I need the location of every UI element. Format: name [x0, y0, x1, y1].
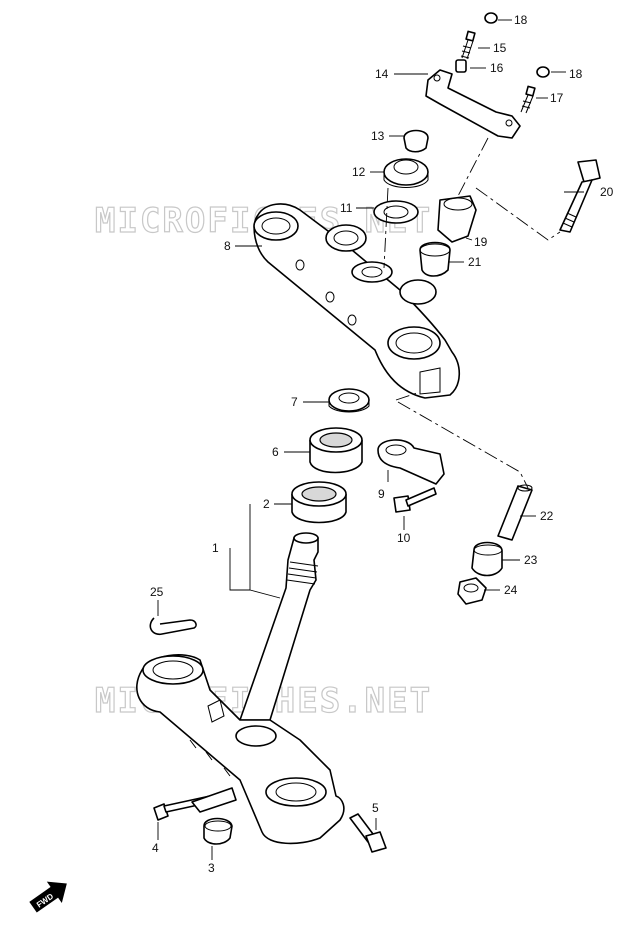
sleeve-22 — [497, 484, 533, 541]
callout-2: 2 — [263, 497, 270, 511]
bearing-6 — [309, 427, 363, 474]
upper-bracket — [253, 203, 461, 399]
bolt-17 — [520, 85, 536, 114]
bracket-9 — [377, 439, 445, 485]
callout-3: 3 — [208, 861, 215, 875]
dowel-16 — [455, 59, 467, 73]
callout-labels: 18 15 16 18 14 17 13 12 20 11 19 8 21 7 … — [150, 13, 614, 875]
leader-lines — [157, 19, 584, 860]
callout-22: 22 — [540, 509, 554, 523]
callout-6: 6 — [272, 445, 279, 459]
cap-18b — [536, 66, 550, 78]
bolt-10 — [393, 487, 437, 513]
callout-14: 14 — [375, 67, 389, 81]
callout-24: 24 — [504, 583, 518, 597]
callout-25: 25 — [150, 585, 164, 599]
callout-18-top: 18 — [514, 13, 528, 27]
clamp-3 — [203, 817, 233, 845]
damper-23 — [471, 541, 503, 577]
washer-11 — [373, 200, 419, 224]
assembly-line-upper — [383, 137, 561, 269]
callout-20: 20 — [600, 185, 614, 199]
callout-4: 4 — [152, 841, 159, 855]
callout-18-right: 18 — [569, 67, 583, 81]
assembly-line-lower — [395, 391, 529, 489]
bolt-4 — [153, 787, 237, 821]
holder-19 — [437, 195, 477, 243]
nut-12 — [383, 158, 429, 188]
damper-21 — [419, 241, 451, 277]
clip-25 — [149, 617, 197, 636]
callout-15: 15 — [493, 41, 507, 55]
bearing-2 — [291, 481, 347, 524]
steering-stem — [239, 532, 319, 721]
callout-1: 1 — [212, 541, 219, 555]
callout-23: 23 — [524, 553, 538, 567]
callout-13: 13 — [371, 129, 385, 143]
bolt-15 — [460, 30, 476, 60]
callout-17: 17 — [550, 91, 564, 105]
callout-10: 10 — [397, 531, 411, 545]
callout-5: 5 — [372, 801, 379, 815]
bolt-5 — [349, 813, 387, 853]
callout-9: 9 — [378, 487, 385, 501]
steering-nut-7 — [328, 388, 370, 413]
cap-18a — [484, 12, 498, 24]
lower-bracket — [136, 654, 345, 845]
fwd-arrow-badge: FWD — [29, 881, 67, 913]
nut-24 — [457, 577, 487, 605]
handlebar-holder — [425, 69, 521, 139]
callout-11: 11 — [340, 201, 353, 215]
callout-19: 19 — [474, 235, 488, 249]
washer-11-lower — [351, 261, 393, 283]
callout-12: 12 — [352, 165, 366, 179]
callout-7: 7 — [291, 395, 298, 409]
cap-13 — [403, 129, 429, 153]
bolt-20 — [559, 159, 601, 233]
callout-16: 16 — [490, 61, 504, 75]
callout-21: 21 — [468, 255, 482, 269]
callout-8: 8 — [224, 239, 231, 253]
